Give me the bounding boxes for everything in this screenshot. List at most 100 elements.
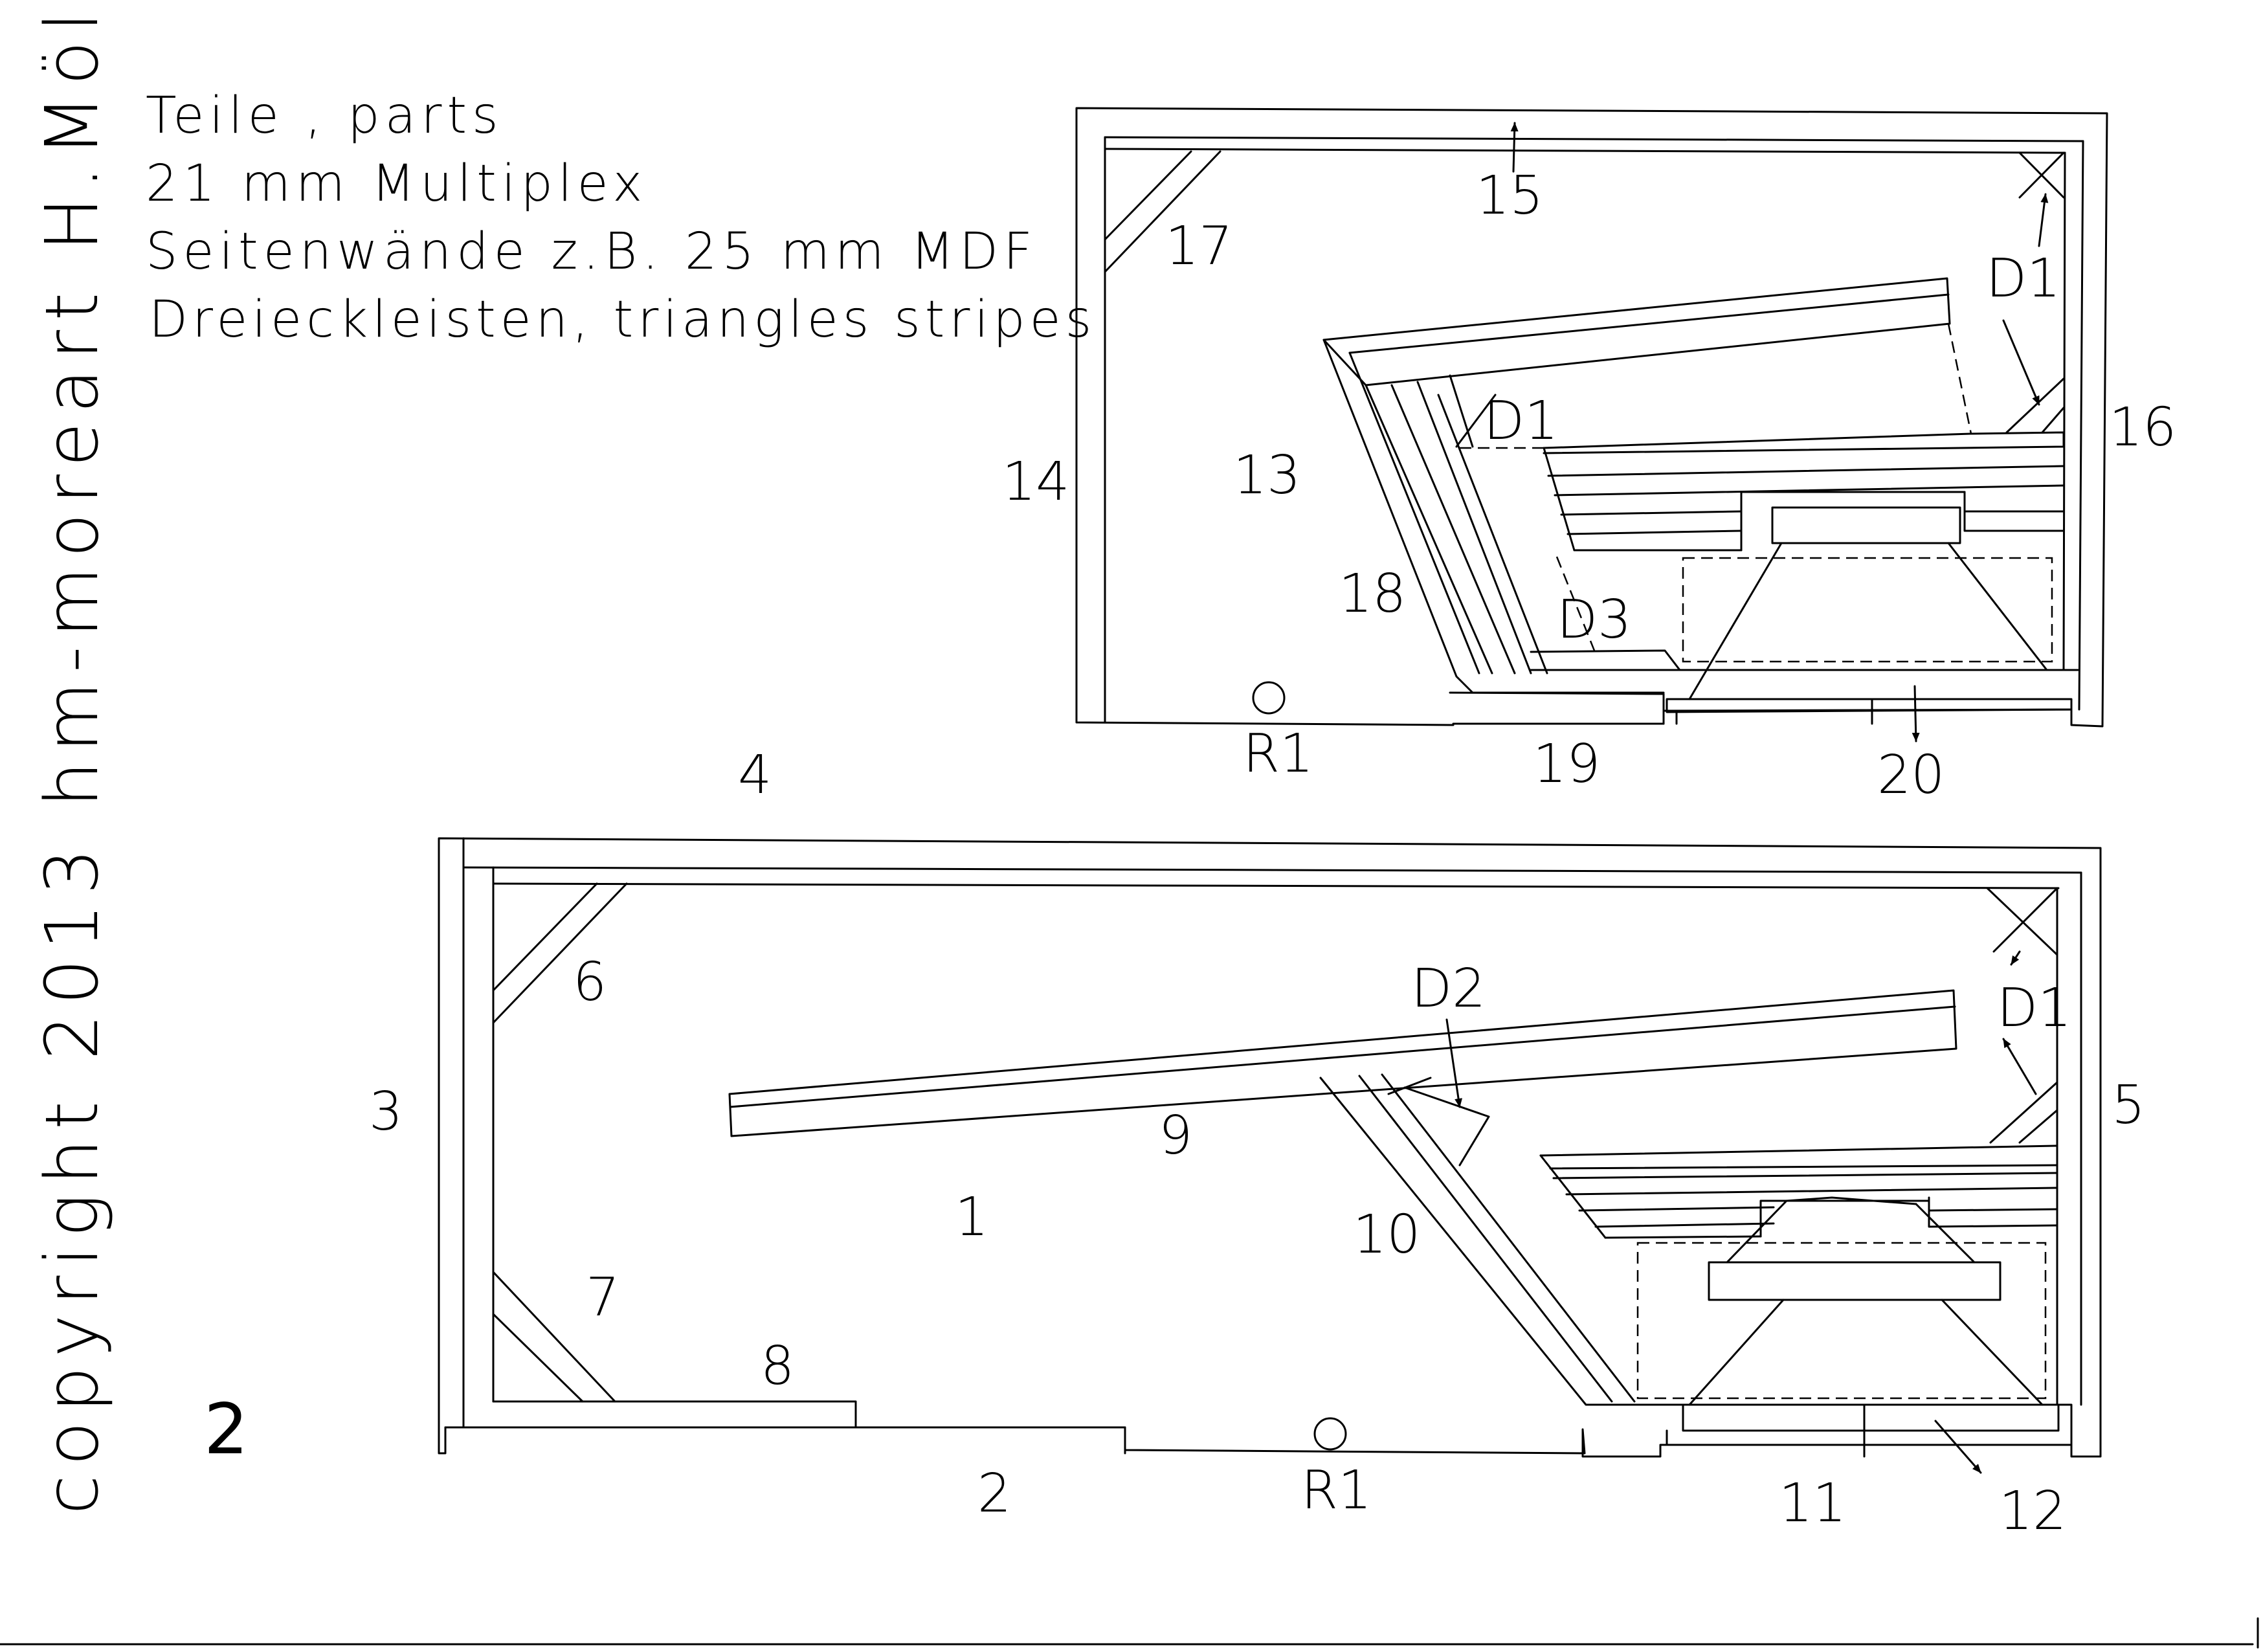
label-d2: D2	[1411, 958, 1486, 1020]
lower-shelf-2	[1552, 1172, 2058, 1179]
part-d3-strip	[1530, 649, 1681, 671]
part-19	[1449, 691, 1665, 725]
part-9-line	[729, 1005, 1956, 1108]
label-8: 8	[761, 1335, 794, 1397]
note-multiplex: 21 mm Multiplex	[146, 155, 647, 213]
copyright-text: copyright 2013 hm-moreart H.Möller	[30, 0, 115, 1515]
slanted-board-18b	[1348, 352, 1480, 675]
label-15: 15	[1476, 165, 1543, 227]
upper-shelf-5	[1566, 530, 1743, 535]
label-17: 17	[1165, 216, 1232, 277]
lower-driver-magnet	[1708, 1261, 2001, 1301]
part-20	[1666, 698, 2073, 713]
triangle-d1-mid	[2005, 377, 2065, 434]
part-labels: 14 13 17 15 D1 D1 16 18 D3 R1 19 20 4 6 …	[369, 165, 2176, 1542]
lower-outer-shell	[438, 837, 2102, 1458]
upper-shelf-2	[1547, 465, 2065, 477]
part-4-inner	[462, 866, 2082, 874]
label-12: 12	[1999, 1480, 2066, 1542]
label-20: 20	[1877, 744, 1945, 806]
triangle-d1-inner	[1449, 374, 1497, 448]
triangle-7	[492, 1271, 616, 1403]
lower-driver-frame	[1759, 1200, 1930, 1238]
lower-shelf-1	[1539, 1144, 2058, 1170]
upper-shelf-1	[1543, 431, 2065, 454]
part-16-edge	[2062, 151, 2066, 671]
leader-d1-lower-a	[2010, 950, 2021, 966]
label-10: 10	[1353, 1204, 1420, 1266]
upper-top-board-line	[1348, 293, 1950, 354]
label-9: 9	[1159, 1105, 1192, 1166]
part-16-inner	[2078, 140, 2084, 711]
label-13: 13	[1233, 445, 1300, 506]
label-1: 1	[955, 1187, 988, 1248]
part-8	[492, 1400, 857, 1429]
label-3: 3	[369, 1081, 403, 1143]
slanted-board-18d	[1390, 384, 1516, 675]
triangle-d1-top	[2018, 151, 2065, 199]
leader-d1-a	[2038, 193, 2049, 247]
upper-cabinet	[1075, 107, 2108, 742]
slanted-board-18f	[1437, 394, 1548, 675]
upper-driver-frame	[1740, 491, 1966, 552]
label-d3: D3	[1557, 589, 1631, 651]
upper-shelf-right	[1963, 491, 2065, 532]
part-9-board	[728, 989, 1957, 1137]
lower-shelf-3	[1565, 1187, 2058, 1196]
label-16: 16	[2109, 397, 2176, 458]
label-4: 4	[738, 744, 772, 806]
port-r1-lower	[1313, 1417, 1347, 1451]
leader-12	[1934, 1420, 1982, 1474]
label-d1-upper-a: D1	[1986, 248, 2060, 309]
part-15-edge	[1104, 148, 2066, 154]
upper-shelf-left-edge	[1543, 447, 1576, 552]
lower-shelf-left-edge	[1539, 1154, 1607, 1239]
label-6: 6	[573, 952, 607, 1013]
part-12	[1682, 1403, 2060, 1432]
triangle-d1-lower-top	[1986, 887, 2058, 956]
label-14: 14	[1002, 451, 1069, 513]
label-2: 2	[977, 1463, 1011, 1524]
part-11	[1617, 1403, 2073, 1446]
label-5: 5	[2112, 1075, 2145, 1136]
note-triangles: Dreieckleisten, triangles stripes	[149, 291, 1096, 349]
label-7: 7	[586, 1267, 619, 1328]
part-10-board	[1319, 1077, 1620, 1406]
port-r1-upper	[1252, 681, 1286, 715]
upper-driver-cone	[1688, 542, 2048, 700]
part-4-edge	[492, 882, 2060, 889]
lower-cabinet	[438, 837, 2102, 1474]
upper-shelf-3	[1554, 484, 2065, 497]
lower-shelf-4	[1578, 1206, 1775, 1212]
upper-driver-magnet	[1771, 506, 1961, 544]
leader-20	[1912, 685, 1920, 742]
triangle-6	[492, 882, 628, 1024]
upper-top-dashed	[1947, 323, 1972, 434]
triangle-17	[1104, 150, 1221, 273]
upper-shelf-4	[1560, 510, 1743, 516]
notes-block: Teile , parts 21 mm Multiplex Seitenwänd…	[146, 87, 1096, 349]
label-11: 11	[1779, 1473, 1846, 1534]
note-side-walls: Seitenwände z.B. 25 mm MDF	[146, 223, 1038, 281]
note-parts: Teile , parts	[146, 87, 504, 145]
lower-driver-top	[1785, 1196, 1917, 1205]
slanted-board-18c	[1365, 384, 1493, 675]
label-r1-lower: R1	[1301, 1460, 1372, 1521]
part-15-inner	[1104, 136, 2084, 142]
leader-15	[1510, 122, 1519, 173]
lower-driver-volume	[1636, 1242, 2047, 1400]
lower-shelf-5	[1594, 1222, 1775, 1228]
part-10-c	[1381, 1073, 1636, 1403]
slanted-board-18e	[1416, 381, 1532, 675]
label-19: 19	[1533, 733, 1600, 795]
triangle-d1-lower-mid	[1989, 1081, 2058, 1144]
sheet-number: 2	[204, 1389, 249, 1470]
leader-d1-b	[2002, 319, 2040, 406]
leader-d1-lower-b	[2002, 1038, 2037, 1095]
label-d1-upper-b: D1	[1484, 390, 1558, 452]
upper-driver-volume	[1682, 557, 2053, 663]
part-2	[444, 1426, 1126, 1455]
label-d1-lower: D1	[1997, 977, 2071, 1039]
